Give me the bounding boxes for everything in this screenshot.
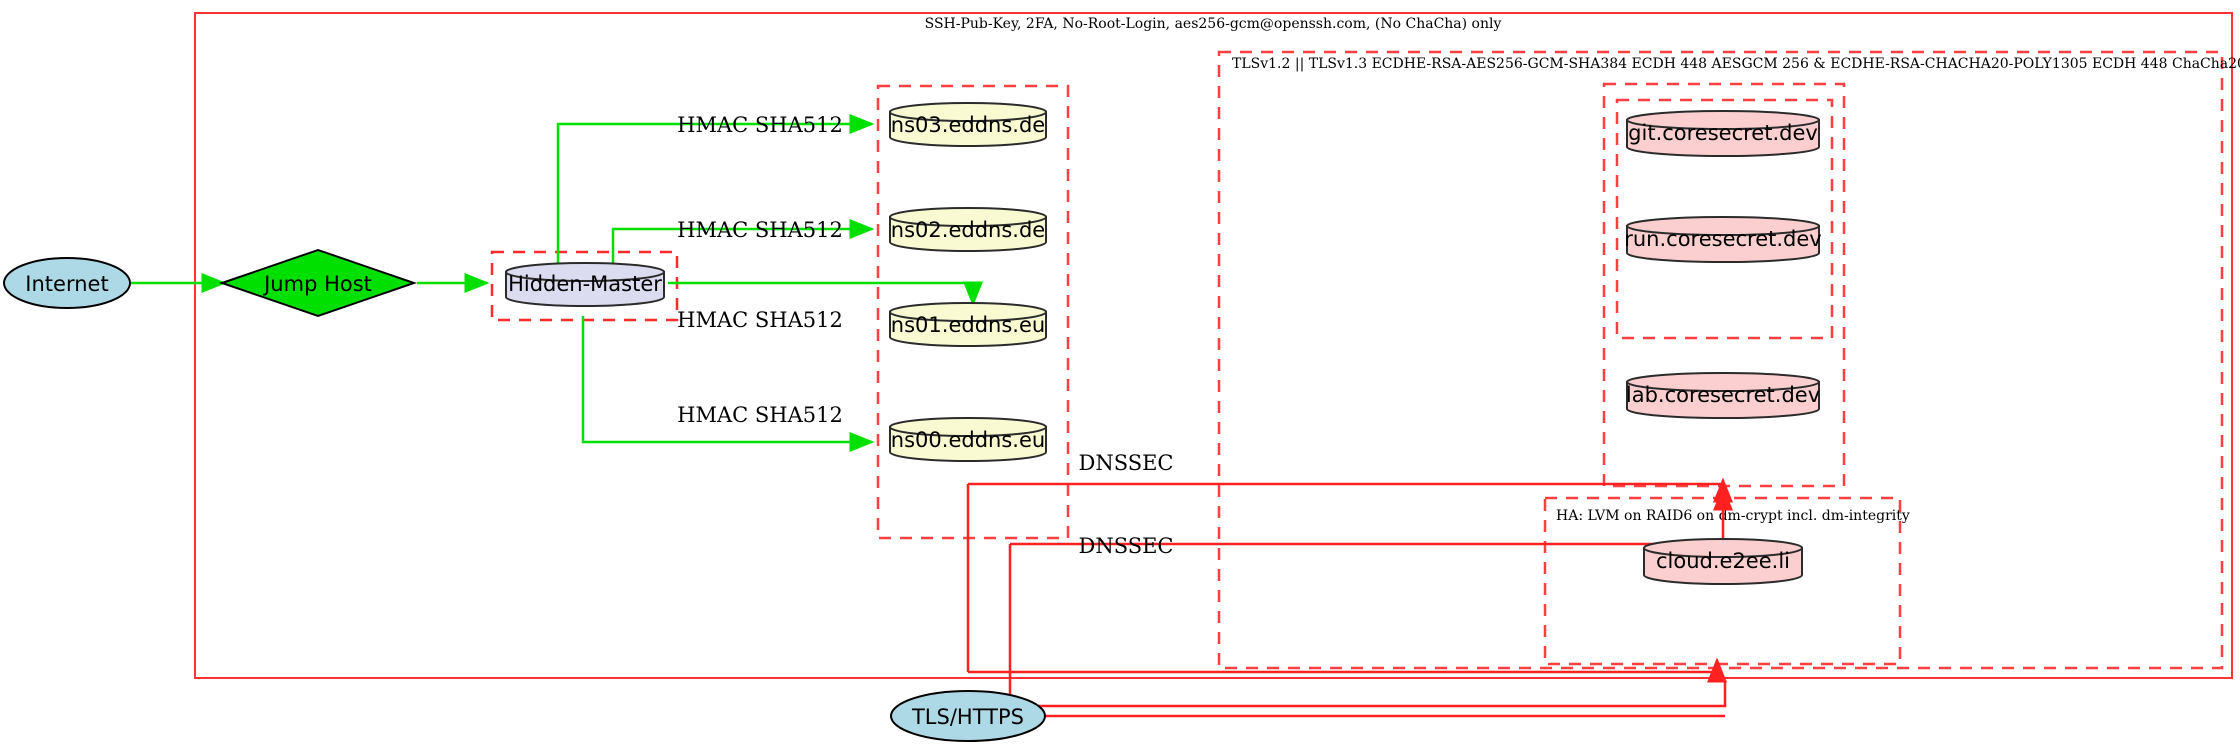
edge-hiddenmaster-to-ns00 [581, 316, 875, 452]
edge-hiddenmaster-to-ns02 [611, 219, 875, 266]
cluster-tls [1217, 50, 2224, 670]
node-internet-label: Internet [25, 272, 108, 296]
edge-label-hmac-ns00: HMAC SHA512 [677, 403, 843, 427]
node-cloud-e2ee-label: cloud.e2ee.li [1656, 549, 1790, 573]
node-lab-coresecret[interactable]: lab.coresecret.dev [1626, 372, 1820, 419]
edge-hiddenmaster-to-ns03 [556, 114, 875, 266]
node-ns02-label: ns02.eddns.de [891, 218, 1045, 242]
cluster-label-tls: TLSv1.2 || TLSv1.3 ECDHE-RSA-AES256-GCM-… [1232, 56, 2240, 72]
node-jump-host-label: Jump Host [262, 272, 372, 296]
edge-label-hmac-ns03: HMAC SHA512 [677, 113, 843, 137]
node-run-coresecret-label: run.coresecret.dev [1624, 227, 1822, 251]
cluster-ns [876, 84, 1070, 540]
node-internet[interactable]: Internet [3, 257, 131, 309]
node-ns01-label: ns01.eddns.eu [891, 313, 1045, 337]
node-ns01[interactable]: ns01.eddns.eu [889, 302, 1047, 347]
edge-tlshttps-lower-route [1010, 680, 1727, 708]
node-tls-https-label: TLS/HTTPS [911, 705, 1024, 729]
edge-tlshttps-bottom-route [968, 657, 1727, 683]
node-git-coresecret-label: git.coresecret.dev [1628, 121, 1818, 145]
edge-label-dnssec-lower: DNSSEC [1078, 534, 1173, 558]
node-git-coresecret[interactable]: git.coresecret.dev [1626, 110, 1820, 157]
node-hidden-master-label: Hidden-Master [508, 272, 662, 296]
cluster-coresecret-inner [1615, 98, 1834, 340]
cluster-label-ha: HA: LVM on RAID6 on dm-crypt incl. dm-in… [1556, 508, 1910, 524]
edge-hiddenmaster-to-ns01 [668, 281, 983, 307]
node-cloud-e2ee[interactable]: cloud.e2ee.li [1643, 538, 1803, 585]
edge-label-hmac-ns01: HMAC SHA512 [677, 308, 843, 332]
node-tls-https[interactable]: TLS/HTTPS [890, 690, 1046, 742]
node-lab-coresecret-label: lab.coresecret.dev [1626, 383, 1820, 407]
node-hidden-master[interactable]: Hidden-Master [505, 262, 665, 307]
node-ns00-label: ns00.eddns.eu [891, 428, 1045, 452]
edge-label-dnssec-upper: DNSSEC [1078, 451, 1173, 475]
node-jump-host[interactable]: Jump Host [218, 248, 418, 318]
cluster-outer-ssh [194, 12, 2233, 679]
cluster-label-ssh: SSH-Pub-Key, 2FA, No-Root-Login, aes256-… [925, 16, 1502, 32]
node-ns03-label: ns03.eddns.de [891, 113, 1045, 137]
node-ns03[interactable]: ns03.eddns.de [889, 102, 1047, 147]
node-ns00[interactable]: ns00.eddns.eu [889, 417, 1047, 462]
edge-label-hmac-ns02: HMAC SHA512 [677, 218, 843, 242]
edge-dnssec-upper-to-coresecret [968, 477, 1733, 503]
node-run-coresecret[interactable]: run.coresecret.dev [1624, 216, 1822, 263]
node-ns02[interactable]: ns02.eddns.de [889, 207, 1047, 252]
cluster-hidden-master [490, 250, 679, 322]
